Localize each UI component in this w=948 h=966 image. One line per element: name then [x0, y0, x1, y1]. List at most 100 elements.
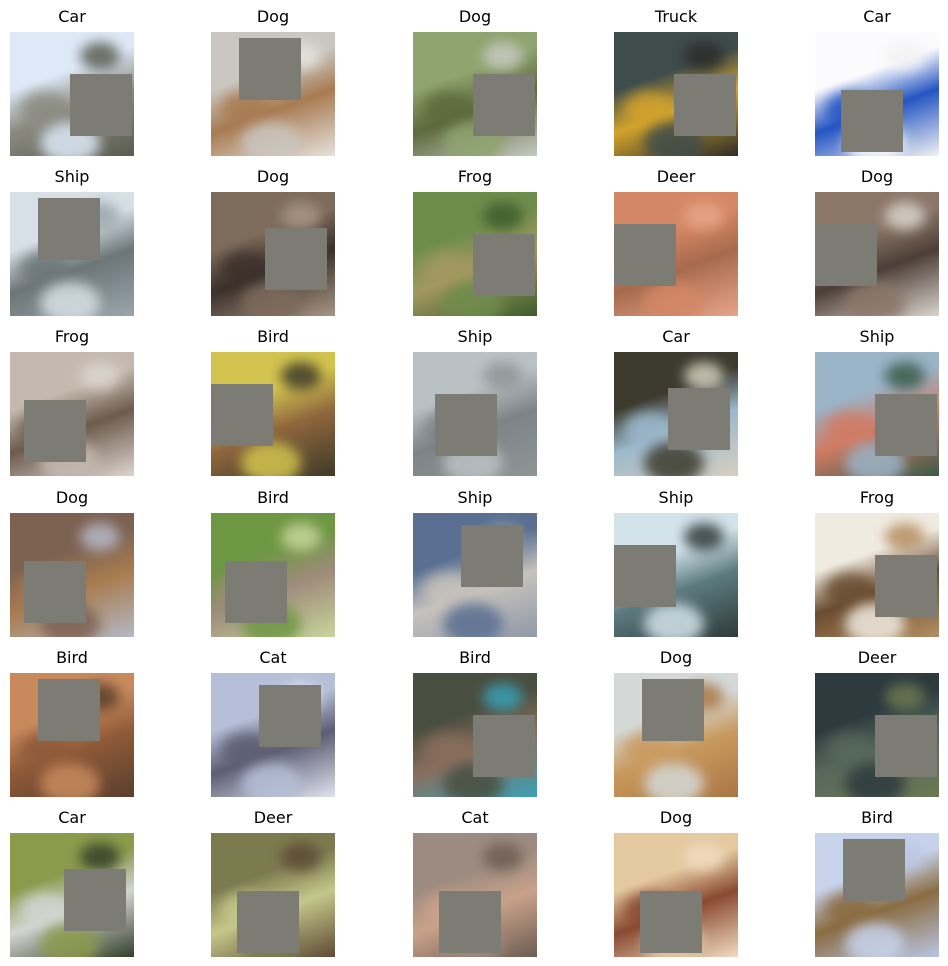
thumbnail-image [10, 32, 134, 156]
thumbnail-image [614, 513, 738, 637]
image-cell: Deer [815, 648, 939, 797]
thumbnail-image [815, 32, 939, 156]
image-texture [40, 763, 100, 797]
image-cell: Car [10, 808, 134, 957]
thumbnail-image [10, 673, 134, 797]
image-label: Cat [461, 808, 489, 827]
image-label: Bird [257, 327, 289, 346]
image-cell: Car [614, 327, 738, 476]
thumbnail-image [10, 833, 134, 957]
thumbnail-image [413, 673, 537, 797]
image-cell: Dog [211, 167, 335, 316]
image-texture [423, 733, 473, 768]
image-texture [281, 523, 321, 551]
image-texture [20, 92, 70, 127]
occlusion-patch [24, 400, 86, 462]
image-label: Bird [459, 648, 491, 667]
thumbnail-image [815, 352, 939, 476]
image-texture [825, 573, 875, 608]
thumbnail-image [815, 513, 939, 637]
image-cell: Dog [815, 167, 939, 316]
image-texture [845, 282, 905, 316]
image-cell: Ship [614, 488, 738, 637]
occlusion-patch [64, 869, 126, 931]
thumbnail-image [413, 833, 537, 957]
image-cell: Car [815, 7, 939, 156]
image-cell: Cat [211, 648, 335, 797]
image-texture [80, 843, 120, 871]
image-cell: Bird [211, 488, 335, 637]
image-texture [483, 843, 523, 871]
thumbnail-image [211, 833, 335, 957]
image-label: Ship [859, 327, 895, 346]
occlusion-patch [461, 525, 523, 587]
image-texture [885, 683, 925, 711]
thumbnail-image [211, 32, 335, 156]
image-texture [20, 893, 70, 928]
image-label: Dog [860, 167, 894, 186]
image-texture [241, 122, 301, 156]
thumbnail-image [211, 513, 335, 637]
occlusion-patch [70, 74, 132, 136]
occlusion-patch [473, 234, 535, 296]
image-texture [281, 202, 321, 230]
occlusion-patch [237, 891, 299, 953]
thumbnail-image [211, 192, 335, 316]
image-label: Bird [257, 488, 289, 507]
image-cell: Ship [10, 167, 134, 316]
image-cell: Frog [10, 327, 134, 476]
thumbnail-image [10, 513, 134, 637]
image-cell: Bird [211, 327, 335, 476]
image-label: Deer [857, 648, 897, 667]
image-label: Car [662, 327, 690, 346]
image-cell: Bird [10, 648, 134, 797]
image-texture [483, 42, 523, 70]
occlusion-patch [841, 90, 903, 152]
thumbnail-image [10, 352, 134, 476]
thumbnail-image [815, 833, 939, 957]
image-texture [624, 92, 674, 127]
image-label: Ship [658, 488, 694, 507]
image-texture [684, 202, 724, 230]
image-texture [684, 523, 724, 551]
image-label: Frog [457, 167, 493, 186]
image-label: Ship [54, 167, 90, 186]
image-label: Deer [253, 808, 293, 827]
image-texture [241, 763, 301, 797]
image-texture [281, 843, 321, 871]
occlusion-patch [640, 891, 702, 953]
occlusion-patch [259, 685, 321, 747]
image-label: Car [58, 7, 86, 26]
thumbnail-image [413, 32, 537, 156]
image-texture [80, 362, 120, 390]
image-texture [885, 362, 925, 390]
thumbnail-image [815, 673, 939, 797]
image-label: Bird [861, 808, 893, 827]
thumbnail-image [211, 673, 335, 797]
image-texture [241, 442, 301, 476]
occlusion-patch [875, 555, 937, 617]
image-texture [885, 42, 925, 70]
image-label: Dog [659, 808, 693, 827]
image-cell: Ship [413, 488, 537, 637]
thumbnail-image [614, 673, 738, 797]
image-texture [221, 252, 271, 287]
image-texture [80, 523, 120, 551]
occlusion-patch [473, 74, 535, 136]
image-cell: Dog [413, 7, 537, 156]
image-cell: Frog [413, 167, 537, 316]
image-texture [684, 843, 724, 871]
image-texture [483, 202, 523, 230]
occlusion-patch [875, 394, 937, 456]
occlusion-patch [614, 224, 676, 286]
occlusion-patch [239, 38, 301, 100]
image-texture [281, 362, 321, 390]
thumbnail-image [614, 352, 738, 476]
image-cell: Frog [815, 488, 939, 637]
occlusion-patch [674, 74, 736, 136]
occlusion-patch [614, 545, 676, 607]
image-texture [644, 763, 704, 797]
thumbnail-image [211, 352, 335, 476]
image-label: Bird [56, 648, 88, 667]
image-cell: Dog [211, 7, 335, 156]
